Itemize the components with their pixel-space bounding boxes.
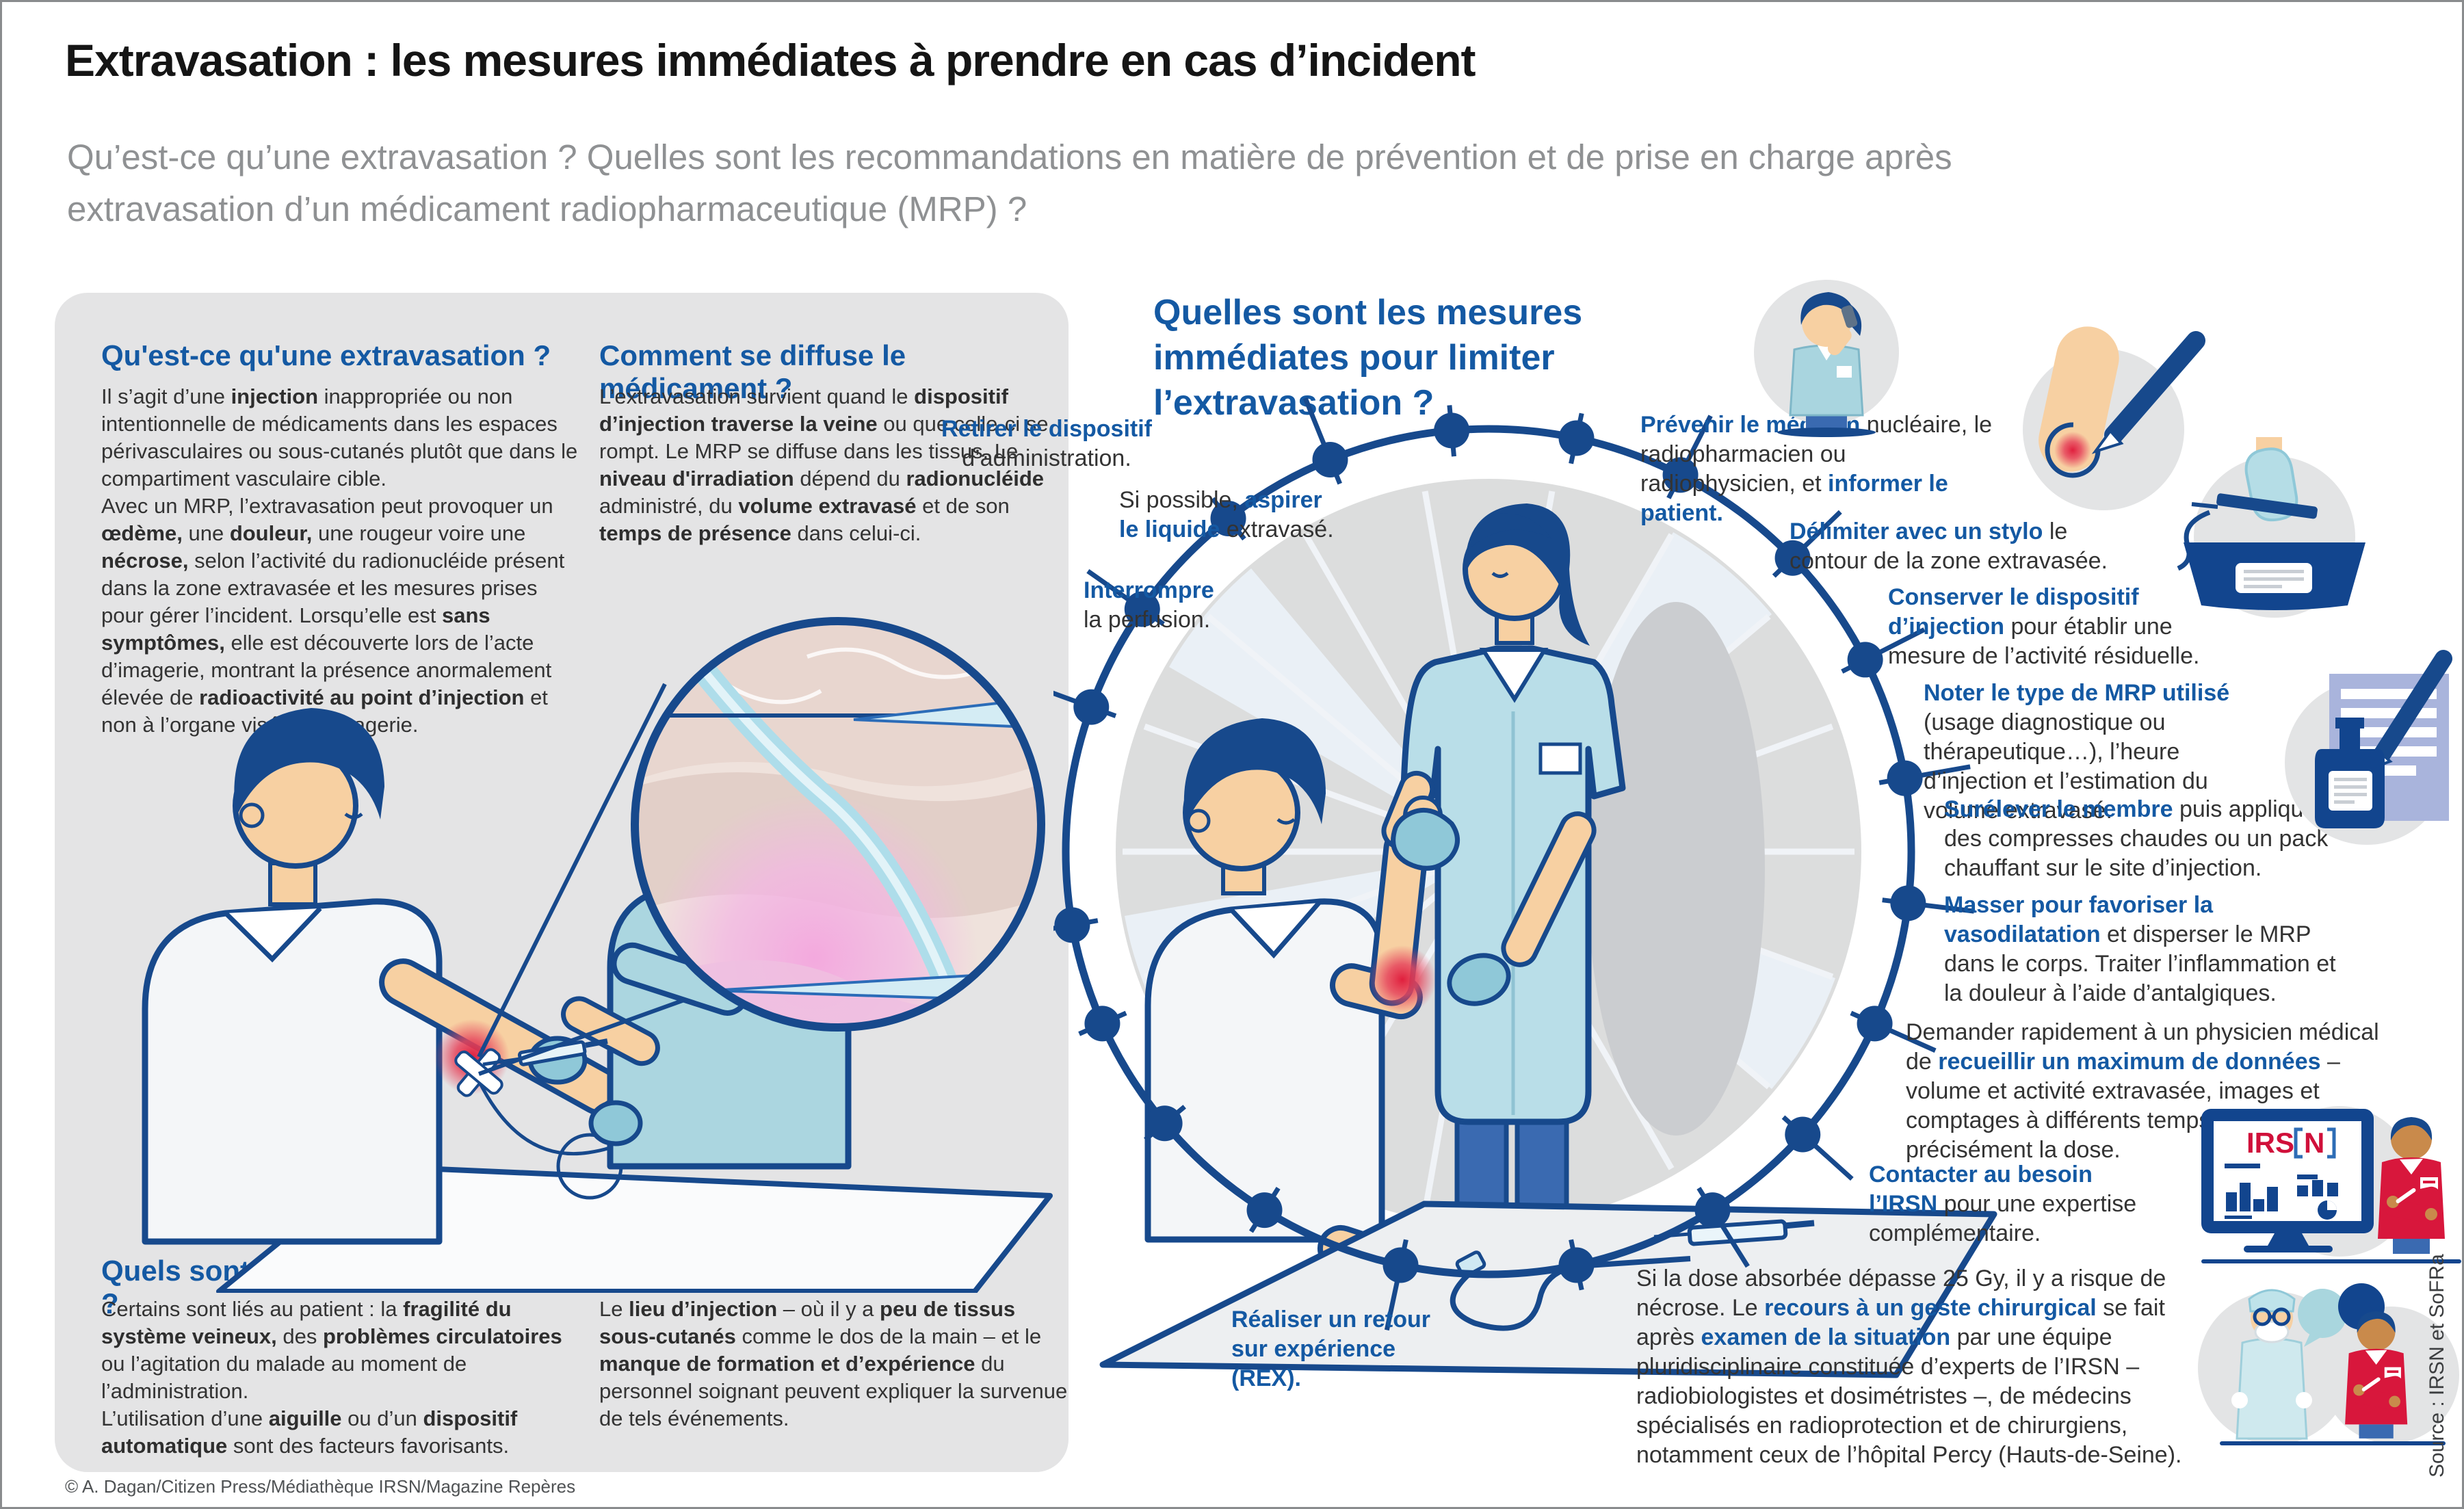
figure-shadow bbox=[1587, 602, 1765, 1136]
step-noter-mrp: Noter le type de MRP utilisé (usage diag… bbox=[1924, 680, 2230, 824]
phone-person-icon bbox=[1741, 257, 1912, 438]
step-dose-25gy: Si la dose absorbée dépasse 25 Gy, il y … bbox=[1636, 1265, 2182, 1468]
patient-figure bbox=[142, 708, 644, 1245]
copyright-credit: © A. Dagan/Citizen Press/Médiathèque IRS… bbox=[65, 1476, 576, 1497]
section-heading-extravasation: Qu'est-ce qu'une extravasation ? bbox=[101, 339, 551, 371]
patient-figure bbox=[1144, 718, 1490, 1331]
step-prevenir-medecin: Prévenir le médecin nucléaire, le radiop… bbox=[1640, 412, 1993, 526]
section-body-lieu-injection: Le lieu d’injection – où il y a peu de t… bbox=[599, 1297, 1068, 1430]
source-credit: Source : IRSN et SoFRa bbox=[2426, 1254, 2448, 1478]
section-body-facteurs: Certains sont liés au patient : la fragi… bbox=[101, 1297, 562, 1458]
injection-scene-illustration bbox=[68, 602, 1067, 1293]
step-conserver-dispositif: Conserver le dispositif d’injection pour… bbox=[1888, 584, 2200, 669]
step-masser-vasodilatation: Masser pour favoriser la vasodilatation … bbox=[1944, 892, 2336, 1006]
step-surelever-membre: Surélever le membre puis appliquer des c… bbox=[1944, 796, 2329, 881]
table-with-catheter bbox=[1099, 1200, 1997, 1378]
measures-ring-nodes bbox=[1053, 397, 1975, 1331]
consult-team-icon bbox=[2182, 1255, 2464, 1460]
tissue-magnifier bbox=[631, 617, 1045, 1032]
section-body-diffusion: L’extravasation survient quand le dispos… bbox=[599, 384, 1049, 545]
section-heading-diffusion: Comment se diffuse le médicament ? bbox=[599, 339, 906, 404]
step-rex: Réaliser un retour sur expérience (REX). bbox=[1231, 1307, 1430, 1391]
page-subtitle: Qu’est-ce qu’une extravasation ? Quelles… bbox=[67, 137, 1952, 228]
step-demander-donnees: Demander rapidement à un physicien médic… bbox=[1906, 1019, 2379, 1163]
irsn-monitor-icon: IRS N bbox=[2182, 1098, 2464, 1269]
measures-heading: Quelles sont les mesures immédiates pour… bbox=[1153, 293, 1583, 423]
page-title: Extravasation : les mesures immédiates à… bbox=[65, 35, 1476, 86]
magnifier-leader-line bbox=[477, 683, 667, 1058]
svg-text:N: N bbox=[2304, 1127, 2324, 1159]
notepad-bottle-icon bbox=[2264, 646, 2463, 860]
arm-pen-icon bbox=[2001, 320, 2213, 525]
basin-syringe-icon bbox=[2155, 428, 2381, 633]
section-body-extravasation: Il s’agit d’une injection inappropriée o… bbox=[101, 384, 578, 737]
step-contacter-irsn: Contacter au besoin l’IRSN pour une expe… bbox=[1869, 1162, 2137, 1246]
measures-ring bbox=[1062, 425, 1915, 1278]
step-delimiter-stylo: Délimiter avec un stylo le contour de la… bbox=[1790, 519, 2108, 574]
svg-text:IRS: IRS bbox=[2246, 1127, 2294, 1159]
measures-wheel-scene bbox=[1053, 383, 2039, 1450]
nurse-figure bbox=[1381, 503, 1626, 1219]
magnifier-leader-line bbox=[477, 998, 685, 1076]
